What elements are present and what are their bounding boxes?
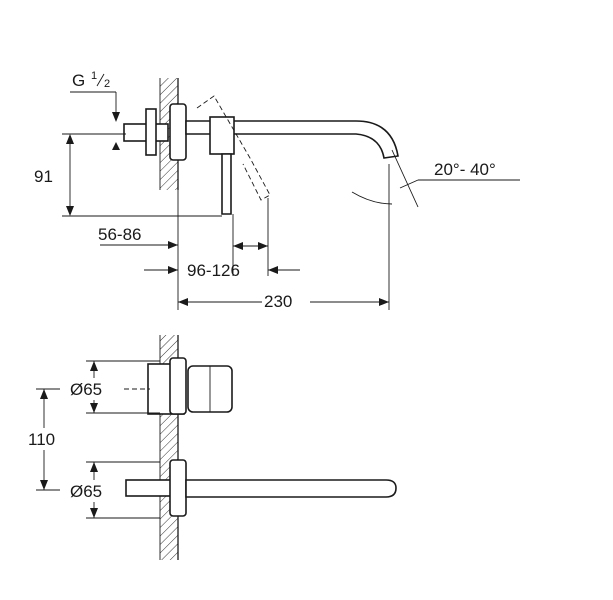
spout (185, 120, 399, 159)
angle-arc (351, 191, 393, 205)
bottom-diameter-value: Ø65 (70, 482, 102, 501)
front-view: Ø65 110 Ø65 (26, 335, 397, 560)
side-view: G 1 2 91 56-86 (34, 70, 520, 311)
angle-dimension: 20°- 40° (399, 160, 520, 189)
spout-plate (169, 459, 187, 517)
lever-value: 96-126 (187, 261, 240, 280)
wall-depth-value: 56-86 (98, 225, 141, 244)
top-diameter-dimension: Ø65 (66, 360, 160, 414)
spacing-dimension: 110 (26, 388, 66, 491)
spacing-value: 110 (28, 430, 55, 449)
length-dimension: 230 (178, 290, 389, 311)
height-dimension: 91 (34, 133, 222, 217)
thread-denominator: 2 (104, 78, 110, 90)
height-value: 91 (34, 167, 53, 186)
lever-rotated-outline (196, 95, 271, 201)
escutcheon-plate (169, 103, 187, 161)
handle-plate (169, 357, 187, 415)
lever-housing (209, 116, 235, 155)
angle-value: 20°- 40° (434, 160, 496, 179)
spout-rosette (125, 479, 173, 497)
spray-angle-line (391, 149, 419, 208)
length-value: 230 (264, 292, 292, 311)
wall-depth-dimension: 56-86 (98, 225, 178, 249)
thread-numerator: 1 (91, 70, 97, 82)
bottom-diameter-dimension: Ø65 (66, 461, 160, 519)
lever-dimension: 96-126 (144, 242, 300, 280)
thread-label: G (72, 71, 85, 90)
thread-dimension: G 1 2 (70, 70, 120, 150)
wall-plate-edge (145, 108, 157, 156)
lever-handle (221, 153, 232, 215)
spout-front (185, 479, 397, 498)
top-diameter-value: Ø65 (70, 380, 102, 399)
